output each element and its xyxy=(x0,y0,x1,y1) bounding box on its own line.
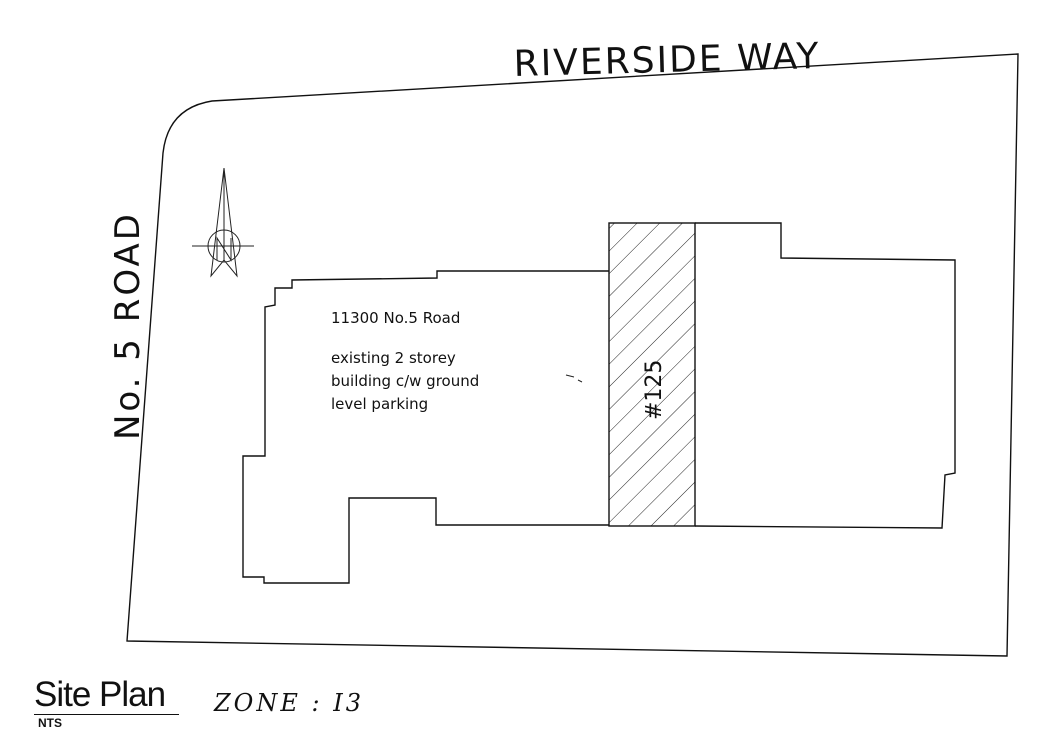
building-address: 11300 No.5 Road xyxy=(331,309,460,327)
unit-label: #125 xyxy=(642,360,667,420)
zone-label: ZONE : I3 xyxy=(214,689,364,717)
building-description-line-3: level parking xyxy=(331,395,428,413)
sketch-mark xyxy=(565,374,583,383)
title-block: Site Plan NTS xyxy=(34,676,180,730)
street-name-north: RIVERSIDE WAY xyxy=(513,36,821,85)
street-name-west: No. 5 ROAD xyxy=(108,211,148,440)
building-description-line-2: building c/w ground xyxy=(331,372,479,390)
north-arrow-icon xyxy=(192,167,254,278)
unit-125-area xyxy=(608,222,696,527)
building-footprint xyxy=(242,270,609,584)
drawing-scale: NTS xyxy=(38,716,62,730)
building-description-line-1: existing 2 storey xyxy=(331,349,456,367)
building-footprint-east xyxy=(694,222,956,529)
property-boundary xyxy=(126,53,1019,657)
drawing-title: Site Plan xyxy=(34,676,180,715)
